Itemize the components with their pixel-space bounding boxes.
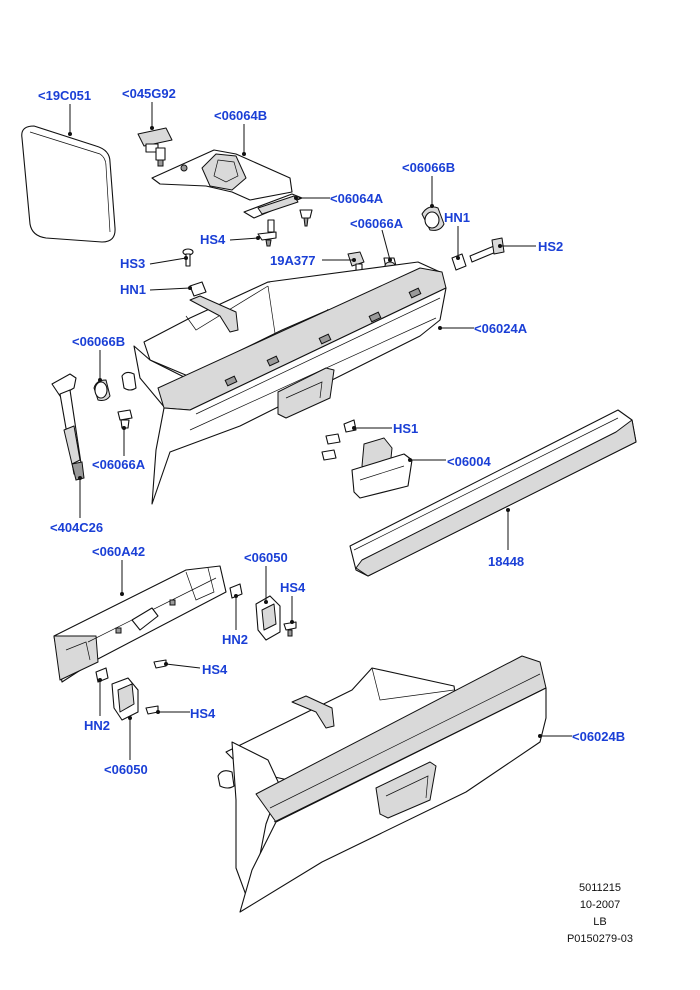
callout-hn2-bottom: HN2 (84, 718, 110, 733)
callout-hs1: HS1 (393, 421, 418, 436)
part-hn2-nut-bottom (95, 667, 109, 683)
callout-06050-top: <06050 (244, 550, 288, 565)
callout-06050-bottom: <06050 (104, 762, 148, 777)
part-hs4-screw-a (257, 231, 277, 247)
part-06066a-left (117, 409, 133, 429)
callout-hs4-d: HS4 (190, 706, 216, 721)
callout-hs4-b: HS4 (280, 580, 306, 595)
callout-hn2-top: HN2 (222, 632, 248, 647)
callout-06024a: <06024A (474, 321, 528, 336)
callout-hs2: HS2 (538, 239, 563, 254)
reference-date: 10-2007 (579, 899, 621, 911)
callout-hs4-c: HS4 (202, 662, 228, 677)
callout-19a377: 19A377 (270, 253, 316, 268)
part-06064a-plate (243, 193, 313, 233)
part-hn1-nut-left (189, 281, 207, 297)
callout-06064b: <06064B (214, 108, 267, 123)
callout-06066a-left: <06066A (92, 457, 146, 472)
part-404c26-damper (51, 373, 85, 481)
callout-hn1-left: HN1 (120, 282, 146, 297)
reference-illustration-id: P0150279-03 (566, 933, 634, 945)
part-06066b-top (421, 206, 445, 231)
reference-number: 5011215 (578, 882, 621, 894)
part-hn2-nut-top (229, 583, 243, 599)
callout-hs3: HS3 (120, 256, 145, 271)
reference-code: LB (593, 916, 607, 928)
callout-hs4-a: HS4 (200, 232, 226, 247)
callout-06066a-top: <06066A (350, 216, 404, 231)
callout-045g92: <045G92 (122, 86, 176, 101)
callout-060a42: <060A42 (92, 544, 145, 559)
callout-06004: <06004 (447, 454, 492, 469)
part-06024b-glovebox (217, 655, 547, 913)
part-19c051-pad (21, 125, 116, 243)
callout-06024b: <06024B (572, 729, 625, 744)
callout-hn1-right: HN1 (444, 210, 470, 225)
part-060a42-frame (53, 565, 227, 683)
callout-06064a: <06064A (330, 191, 384, 206)
part-18448-strip (349, 409, 637, 577)
callout-404c26: <404C26 (50, 520, 103, 535)
callout-18448: 18448 (488, 554, 524, 569)
part-06004-latch (351, 437, 413, 499)
part-06024a-glovebox (121, 261, 447, 505)
part-hs3-screw (182, 248, 194, 267)
part-hs1-screws (321, 419, 357, 461)
callout-19c051: <19C051 (38, 88, 91, 103)
part-045g92-bracket (137, 127, 173, 167)
part-06064b-bracket (151, 149, 293, 201)
callout-06066b-left: <06066B (72, 334, 125, 349)
part-hn1-nut-right (451, 253, 467, 271)
part-06050-bracket-top (255, 595, 281, 641)
leader-lines (68, 102, 572, 760)
reference-footer: 5011215 10-2007 LB P0150279-03 (540, 880, 660, 948)
callout-06066b-top: <06066B (402, 160, 455, 175)
part-06066b-left (93, 379, 111, 401)
part-hs2-bolt (469, 237, 505, 263)
part-06050-bracket-bottom (111, 677, 139, 721)
callout-labels: <19C051 <045G92 <06064B <06066B <06064A … (38, 86, 625, 777)
part-hs4-screw-b (283, 621, 297, 637)
